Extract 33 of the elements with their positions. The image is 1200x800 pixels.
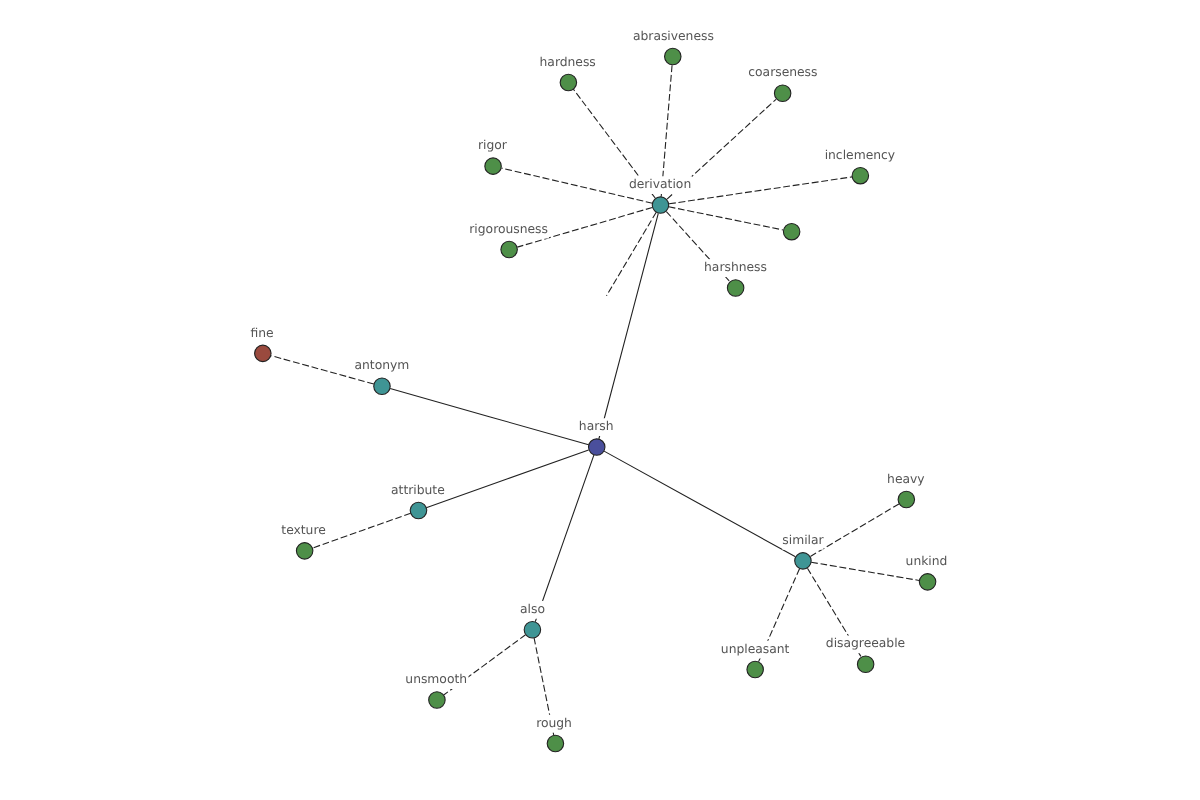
connector <box>500 167 653 204</box>
connector <box>668 206 784 231</box>
node-circle <box>897 490 916 509</box>
connector <box>810 561 920 581</box>
connector <box>666 98 777 200</box>
connector <box>270 355 375 385</box>
node-circle <box>559 73 578 92</box>
connector <box>516 206 653 248</box>
node-circle <box>851 166 870 185</box>
connector <box>603 450 796 558</box>
node-circle <box>664 47 682 66</box>
node-circle <box>918 573 937 591</box>
connector <box>758 568 801 663</box>
connector <box>809 503 900 557</box>
connector <box>443 634 527 696</box>
connector <box>312 512 412 549</box>
node-circle <box>373 377 391 396</box>
connector <box>389 388 590 446</box>
node-circle <box>484 157 502 175</box>
connector <box>572 88 657 200</box>
connector <box>668 176 853 205</box>
node-circle <box>782 222 801 241</box>
node-circle <box>409 501 428 520</box>
connector <box>806 567 862 658</box>
node-circle <box>295 542 314 560</box>
connector <box>534 454 595 623</box>
connector <box>425 449 590 509</box>
connector <box>665 211 731 283</box>
connector <box>660 64 673 198</box>
connector <box>533 637 555 736</box>
node-circle <box>254 344 272 363</box>
node-circle <box>773 84 792 103</box>
connector <box>605 211 657 297</box>
